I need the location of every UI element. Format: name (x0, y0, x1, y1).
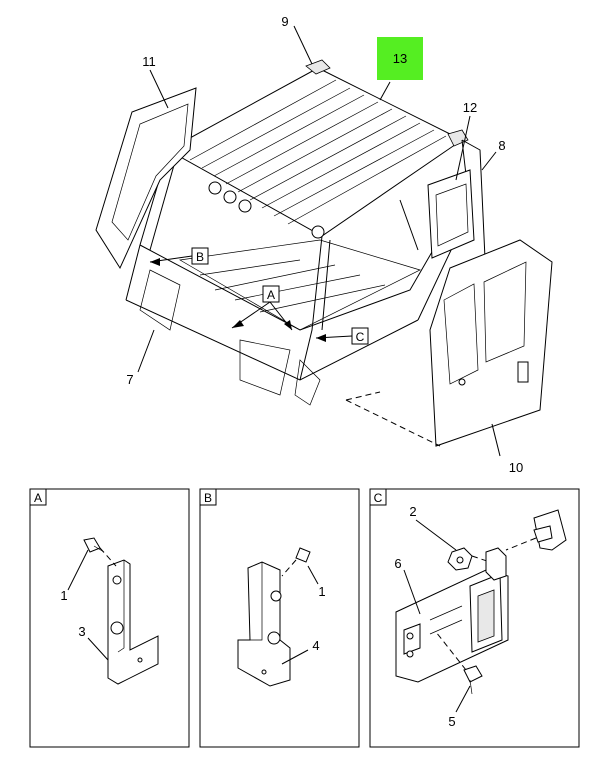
detail-a-label-3: 3 (78, 624, 85, 639)
callout-leaders (149, 255, 353, 342)
roof-panel (166, 59, 469, 239)
bracket-3 (107, 559, 159, 685)
stud-plate (505, 509, 567, 551)
callout-box-c (351, 327, 369, 345)
label-13: 13 (393, 51, 407, 66)
detail-panel-a: A 1 3 (29, 488, 190, 748)
bolt-1-b (281, 547, 311, 577)
label-9: 9 (281, 14, 288, 29)
detail-c-label-5: 5 (448, 714, 455, 729)
detail-a-label-1: 1 (60, 588, 67, 603)
detail-b-tag: B (204, 491, 212, 505)
bracket-4 (237, 561, 291, 687)
detail-a-tag: A (34, 491, 42, 505)
detail-panel-b: B 1 4 (199, 488, 360, 748)
right-door (429, 239, 553, 447)
callout-b: B (196, 250, 204, 264)
detail-b-label-4: 4 (312, 638, 319, 653)
detail-c-tag: C (374, 491, 383, 505)
label-12: 12 (463, 100, 477, 115)
callout-a: A (267, 288, 275, 302)
label-10: 10 (509, 460, 523, 475)
detail-c-label-6: 6 (394, 556, 401, 571)
hinge-6 (395, 547, 509, 683)
door-swing-line (345, 391, 441, 447)
callout-box-b (191, 247, 209, 265)
cab-assembly-illustration (95, 25, 553, 457)
callout-box-a (262, 285, 280, 303)
label-11: 11 (142, 54, 156, 69)
detail-c-label-2: 2 (409, 504, 416, 519)
left-door (95, 87, 197, 270)
callout-c: C (356, 330, 365, 344)
bolt-1-a (83, 537, 117, 567)
highlight-box-13 (377, 37, 423, 80)
label-7: 7 (126, 372, 133, 387)
main-leader-lines (137, 25, 501, 457)
detail-b-label-1: 1 (318, 584, 325, 599)
label-8: 8 (498, 138, 505, 153)
detail-panel-c: C (369, 488, 580, 748)
cab-frame (125, 139, 487, 406)
bolt-5 (435, 631, 483, 695)
